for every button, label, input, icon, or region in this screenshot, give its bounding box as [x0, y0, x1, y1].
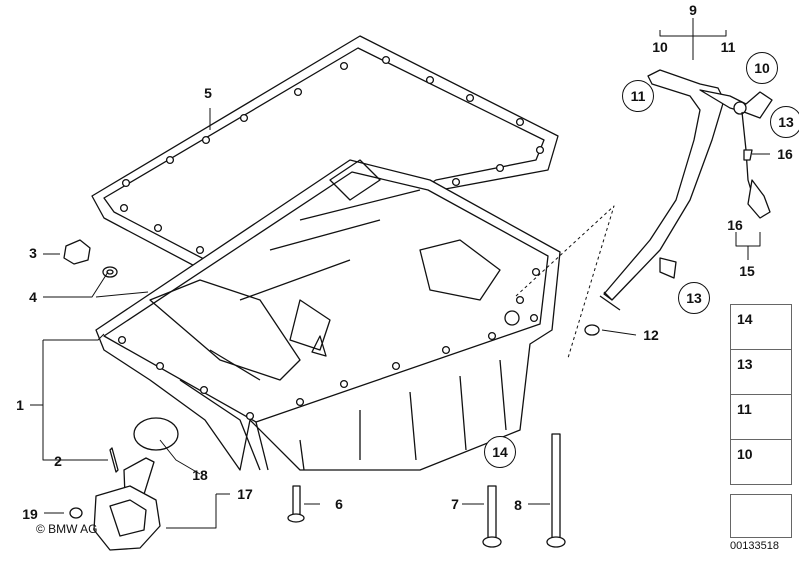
document-number: 00133518	[730, 540, 779, 552]
legend-item-10: 10	[730, 439, 792, 485]
drain-plug	[63, 239, 118, 278]
dipstick-guide-tube	[599, 69, 773, 311]
part-label-12: 12	[643, 327, 659, 343]
part-label-10: 10	[652, 39, 668, 55]
part-label-17: 17	[237, 486, 253, 502]
part-label-11: 11	[720, 39, 736, 55]
part-label-5: 5	[204, 85, 212, 101]
legend-number: 14	[737, 311, 753, 327]
dipstick	[741, 111, 771, 219]
callout-13-middle: 13	[678, 282, 710, 314]
legend-item-13: 13	[730, 349, 792, 395]
oil-pan	[95, 159, 561, 471]
oil-pan-gasket	[91, 35, 559, 291]
legend-number: 11	[737, 401, 752, 417]
legend-number: 13	[737, 356, 753, 372]
part-label-6: 6	[335, 496, 343, 512]
leader-lines	[30, 18, 770, 529]
part-label-4: 4	[29, 289, 37, 305]
oil-level-sensor	[69, 417, 179, 551]
part-label-15: 15	[739, 263, 755, 279]
o-ring-12	[584, 324, 600, 336]
callout-14: 14	[484, 436, 516, 468]
bolts	[287, 433, 566, 548]
part-label-19: 19	[22, 506, 38, 522]
callout-10: 10	[746, 52, 778, 84]
legend-item-14: 14	[730, 304, 792, 350]
callout-13-top: 13	[770, 106, 799, 138]
part-label-9: 9	[689, 2, 697, 18]
part-label-16-bottom: 16	[727, 217, 743, 233]
part-label-8: 8	[514, 497, 522, 513]
legend-number: 10	[737, 446, 753, 462]
part-label-3: 3	[29, 245, 37, 261]
part-label-7: 7	[451, 496, 459, 512]
part-label-18: 18	[192, 467, 208, 483]
copyright-notice: © BMW AG	[36, 522, 98, 536]
part-label-1: 1	[16, 397, 24, 413]
part-label-2: 2	[54, 453, 62, 469]
callout-11: 11	[622, 80, 654, 112]
part-label-16-top: 16	[777, 146, 793, 162]
legend-item-11: 11	[730, 394, 792, 440]
legend-item-arrow	[730, 494, 792, 538]
